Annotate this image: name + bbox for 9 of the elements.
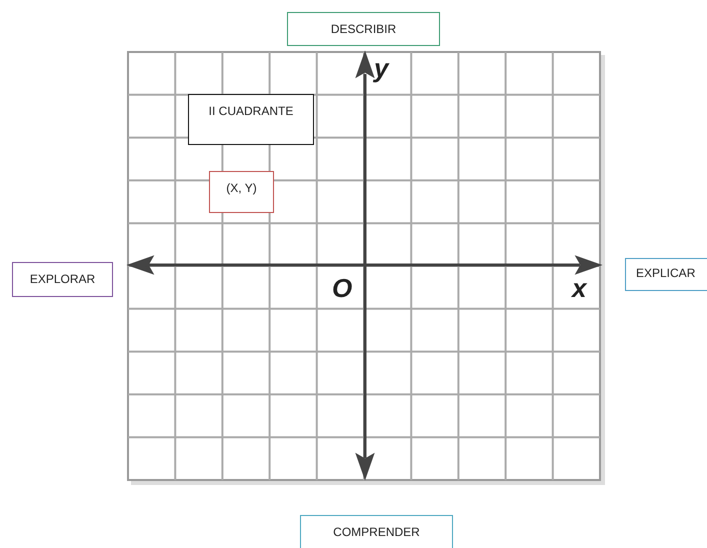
axis-label: y bbox=[374, 55, 388, 81]
text-box: DESCRIBIR bbox=[287, 12, 440, 46]
axis-label: x bbox=[572, 275, 586, 301]
text-box: COMPRENDER bbox=[300, 515, 453, 548]
origin-label: O bbox=[332, 275, 352, 301]
text-box: EXPLORAR bbox=[12, 262, 113, 297]
text-box: EXPLICAR bbox=[625, 258, 707, 291]
text-box: II CUADRANTE bbox=[188, 94, 314, 145]
text-box: (X, Y) bbox=[209, 171, 274, 213]
